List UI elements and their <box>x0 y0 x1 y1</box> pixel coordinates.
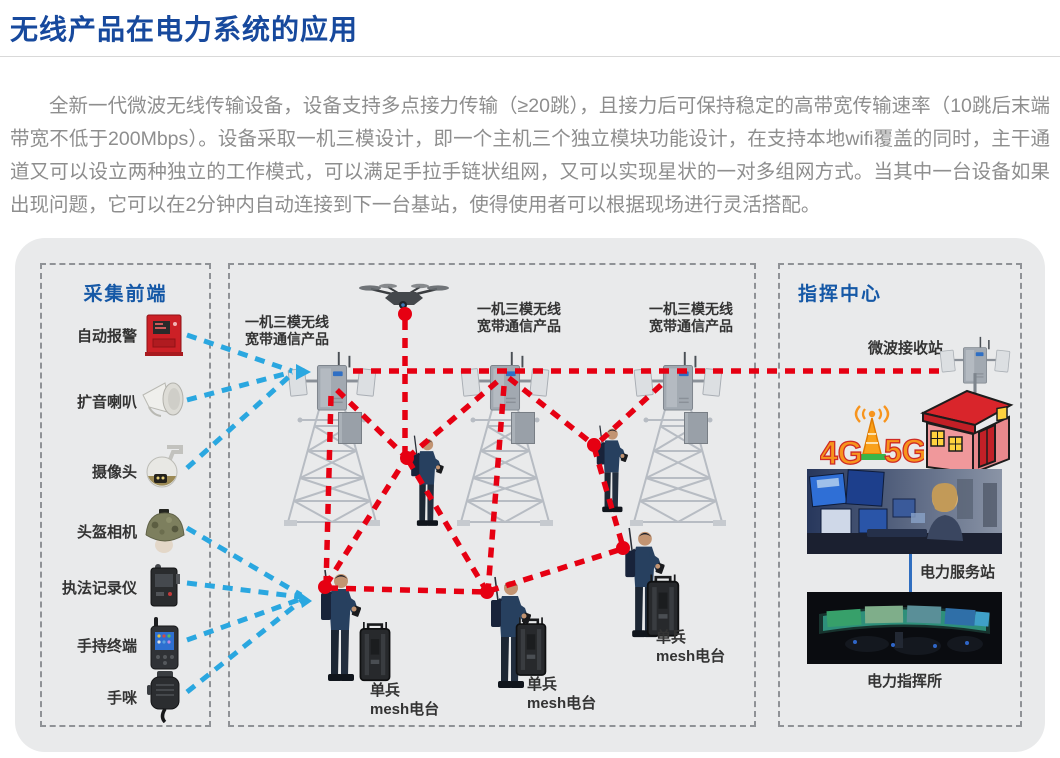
title-divider <box>0 56 1060 57</box>
mesh-radio-label-1: 单兵 mesh电台 <box>370 682 440 718</box>
body-recorder-icon <box>150 564 180 607</box>
loudspeaker-label: 扩音喇叭 <box>76 394 137 411</box>
alarm-label: 自动报警 <box>76 328 137 345</box>
service-station-connector <box>909 554 912 592</box>
tower-label-2: 一机三模无线 宽带通信产品 <box>477 301 561 334</box>
4g-label: 4G <box>820 435 863 471</box>
loudspeaker-icon <box>142 382 184 417</box>
radio-device-icon <box>630 350 726 412</box>
front-end-item-helmet: 头盔相机 <box>42 507 209 557</box>
front-end-item-terminal: 手持终端 <box>42 617 209 670</box>
alarm-icon <box>145 314 183 356</box>
soldier-figure-mid-right <box>590 424 630 516</box>
field-panel <box>228 263 756 727</box>
4g-5g-tower-icon: 4G 5G <box>820 405 924 472</box>
front-end-item-loudspeaker: 扩音喇叭 <box>42 377 209 427</box>
radio-device-icon <box>284 350 380 412</box>
drone-icon <box>359 283 449 309</box>
helmet-camera-label: 头盔相机 <box>76 524 137 541</box>
tower-equipment-box <box>511 412 535 444</box>
base-station-tower-1 <box>272 350 392 530</box>
front-end-panel: 采集前端 自动报警 扩音喇叭 摄像头 <box>40 263 211 727</box>
service-station-photo <box>807 469 1002 554</box>
speaker-mic-label: 手咪 <box>106 690 137 707</box>
mesh-radio-case-1 <box>357 622 393 682</box>
front-end-item-recorder: 执法记录仪 <box>42 562 209 612</box>
command-post-label: 电力指挥所 <box>866 673 942 690</box>
tower-label-1: 一机三模无线 宽带通信产品 <box>245 314 329 347</box>
recorder-label: 执法记录仪 <box>61 580 137 597</box>
intro-paragraph: 全新一代微波无线传输设备，设备支持多点接力传输（≥20跳），且接力后可保持稳定的… <box>10 94 1050 216</box>
handheld-terminal-icon <box>150 617 179 670</box>
front-end-item-alarm: 自动报警 <box>42 312 209 362</box>
mesh-radio-label-2: 单兵 mesh电台 <box>527 676 597 712</box>
base-station-tower-3 <box>618 350 738 530</box>
front-end-item-camera: 摄像头 <box>42 445 209 495</box>
page-title: 无线产品在电力系统的应用 <box>10 14 359 45</box>
soldier-figure-mid-left <box>405 434 445 530</box>
ptz-camera-icon <box>146 445 183 488</box>
command-house-icon <box>920 389 1014 475</box>
mesh-radio-label-3: 单兵 mesh电台 <box>656 629 726 665</box>
tower-equipment-box <box>684 412 708 444</box>
helmet-camera-icon <box>145 509 185 553</box>
command-center-panel: 指挥中心 微波接收站 <box>778 263 1022 727</box>
5g-label: 5G <box>884 433 924 469</box>
speaker-mic-icon <box>147 671 180 723</box>
command-center-header: 指挥中心 <box>798 284 883 305</box>
soldier-figure-bottom-left <box>315 568 361 686</box>
command-post-photo <box>807 592 1002 664</box>
microwave-receiver-icon <box>938 325 1012 394</box>
front-end-header: 采集前端 <box>83 284 168 305</box>
terminal-label: 手持终端 <box>76 638 137 655</box>
radio-device-icon <box>457 350 553 412</box>
base-station-tower-2 <box>445 350 565 530</box>
tower-equipment-box <box>338 412 362 444</box>
tower-label-3: 一机三模无线 宽带通信产品 <box>649 301 733 334</box>
service-station-label: 电力服务站 <box>920 564 996 581</box>
mesh-radio-case-2 <box>514 617 548 677</box>
diagram-canvas: 采集前端 自动报警 扩音喇叭 摄像头 <box>15 238 1045 752</box>
front-end-item-mic: 手咪 <box>42 671 209 723</box>
microwave-station-label: 微波接收站 <box>868 340 944 357</box>
camera-label: 摄像头 <box>91 464 137 481</box>
